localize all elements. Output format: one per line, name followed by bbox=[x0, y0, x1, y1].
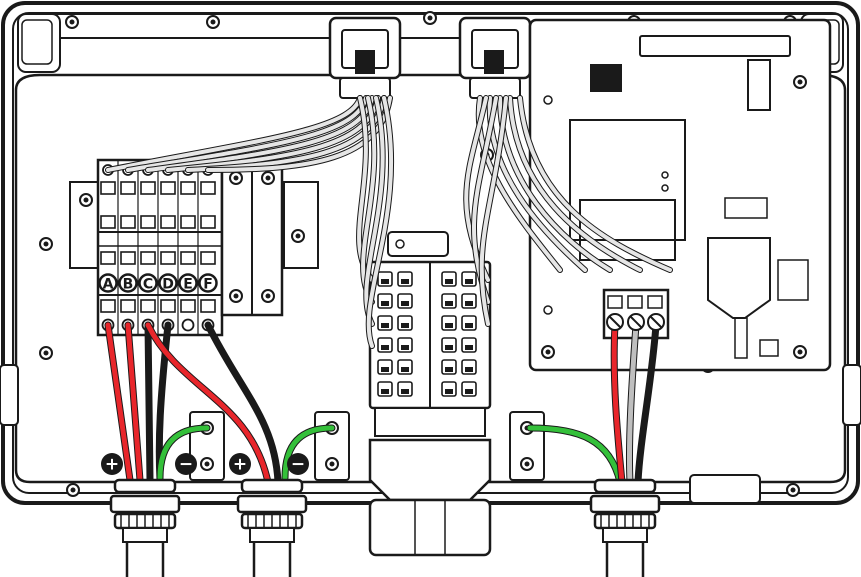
wire-black-c bbox=[145, 322, 153, 483]
svg-text:C: C bbox=[143, 277, 153, 293]
enclosure-tray bbox=[14, 73, 847, 484]
svg-text:+: + bbox=[233, 455, 247, 475]
wire-harness bbox=[104, 95, 673, 486]
wire-white-15 bbox=[518, 96, 672, 272]
svg-text:−: − bbox=[291, 455, 305, 475]
screw-icon bbox=[65, 15, 79, 29]
terminal-label-d: D bbox=[158, 273, 178, 293]
terminal-label-e: E bbox=[178, 273, 198, 293]
screw-icon bbox=[786, 483, 800, 497]
side-latch-left bbox=[0, 364, 19, 426]
wire-red-c2 bbox=[145, 322, 271, 485]
screw-icon bbox=[261, 289, 275, 303]
wire-red-board bbox=[611, 322, 625, 485]
wire-white-9 bbox=[364, 96, 385, 326]
svg-text:B: B bbox=[123, 277, 134, 293]
wire-white-14 bbox=[508, 96, 642, 272]
wire-red-b bbox=[125, 322, 143, 483]
terminal-label-a: A bbox=[98, 273, 118, 293]
svg-text:A: A bbox=[103, 277, 114, 293]
wire-white-6 bbox=[206, 96, 392, 172]
wire-white-2 bbox=[126, 96, 368, 172]
terminal-label-b: B bbox=[118, 273, 138, 293]
terminal-strip-left bbox=[69, 158, 319, 337]
screw-icon bbox=[39, 237, 53, 251]
top-connector-right bbox=[458, 16, 532, 99]
bottom-port-cap bbox=[689, 474, 761, 504]
wire-white-10 bbox=[366, 96, 394, 348]
screw-icon bbox=[627, 313, 645, 331]
screw-icon bbox=[606, 313, 624, 331]
minus-badge-icon: − bbox=[175, 453, 197, 475]
wire-green-2 bbox=[282, 425, 335, 481]
screw-icon bbox=[39, 346, 53, 360]
screw-icon bbox=[66, 483, 80, 497]
circuit-board bbox=[528, 18, 832, 372]
screw-icon bbox=[229, 289, 243, 303]
cable-gland-icon bbox=[589, 478, 661, 577]
screw-icon bbox=[206, 15, 220, 29]
screw-icon bbox=[79, 193, 93, 207]
top-connector-left bbox=[328, 16, 402, 99]
ground-clamp-2 bbox=[314, 411, 350, 481]
cable-gland-icon bbox=[109, 478, 181, 577]
wire-red-a bbox=[105, 322, 133, 483]
wire-black-f bbox=[205, 322, 281, 485]
minus-badge-icon: − bbox=[287, 453, 309, 475]
wire-white-1 bbox=[106, 96, 362, 172]
screw-icon bbox=[261, 171, 275, 185]
screw-icon bbox=[647, 313, 665, 331]
svg-text:F: F bbox=[203, 277, 213, 293]
screw-icon bbox=[325, 457, 339, 471]
cable-gland-icon bbox=[236, 478, 308, 577]
side-latch-right bbox=[842, 364, 861, 426]
svg-text:−: − bbox=[179, 455, 193, 475]
corner-tab-top-left bbox=[17, 13, 61, 73]
terminal-screw-bottom-5 bbox=[181, 318, 195, 332]
screw-icon bbox=[200, 457, 214, 471]
terminal-label-c: C bbox=[138, 273, 158, 293]
screw-icon bbox=[423, 11, 437, 25]
svg-text:D: D bbox=[162, 277, 174, 293]
screw-icon bbox=[520, 457, 534, 471]
wire-gray-board bbox=[626, 322, 639, 485]
center-bracket bbox=[368, 438, 492, 502]
center-bracket-foot bbox=[368, 498, 492, 557]
wire-green-3 bbox=[527, 425, 623, 485]
ground-clamp-3 bbox=[509, 411, 545, 481]
screw-icon bbox=[793, 345, 807, 359]
screw-icon bbox=[793, 75, 807, 89]
screw-icon bbox=[291, 229, 305, 243]
plus-badge-icon: + bbox=[101, 453, 123, 475]
terminal-block-center bbox=[368, 231, 492, 437]
wire-green-1 bbox=[157, 425, 210, 481]
screw-icon bbox=[229, 171, 243, 185]
plus-badge-icon: + bbox=[229, 453, 251, 475]
terminal-label-f: F bbox=[198, 273, 218, 293]
svg-text:+: + bbox=[105, 455, 119, 475]
wire-black-board bbox=[635, 322, 659, 485]
svg-text:E: E bbox=[183, 277, 193, 293]
screw-icon bbox=[541, 345, 555, 359]
wire-white-18 bbox=[479, 96, 508, 326]
